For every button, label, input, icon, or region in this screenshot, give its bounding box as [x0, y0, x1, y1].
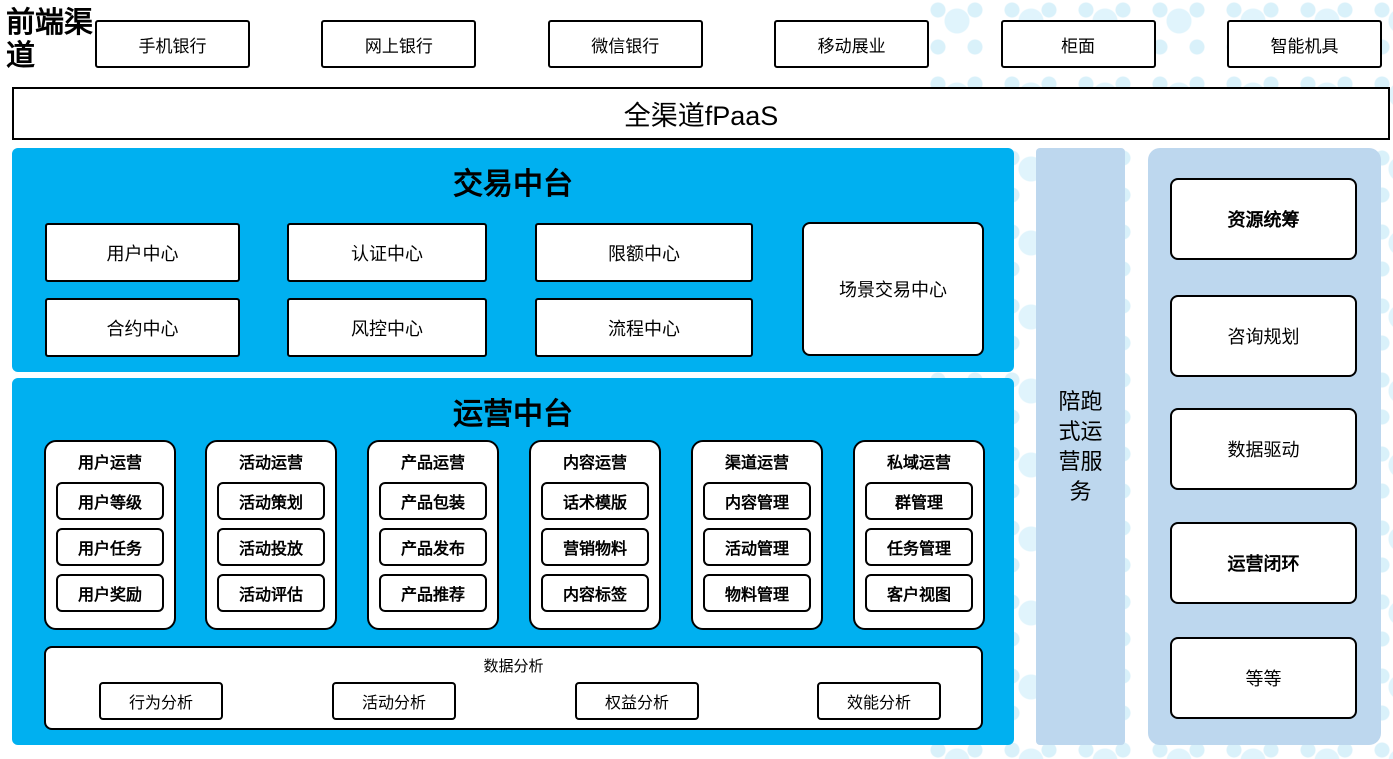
center-risk: 风控中心 [287, 298, 487, 357]
group-private-domain-ops: 私域运营 群管理 任务管理 客户视图 [853, 440, 985, 630]
channel-online-banking: 网上银行 [321, 20, 477, 68]
center-limit: 限额中心 [535, 223, 753, 282]
analysis-behavior: 行为分析 [99, 682, 223, 720]
channel-smart-devices: 智能机具 [1226, 20, 1382, 68]
data-analysis-container: 数据分析 行为分析 活动分析 权益分析 效能分析 [44, 646, 983, 730]
group-activity-ops-title: 活动运营 [238, 455, 303, 472]
omnichannel-fpaas-bar: 全渠道fPaaS [12, 87, 1390, 140]
item-user-level: 用户等级 [56, 482, 164, 520]
group-product-ops: 产品运营 产品包装 产品发布 产品推荐 [367, 440, 499, 630]
service-ops-closed-loop: 运营闭环 [1170, 522, 1357, 604]
group-channel-ops: 渠道运营 内容管理 活动管理 物料管理 [691, 440, 823, 630]
ops-platform-title: 运营中台 [453, 398, 573, 431]
group-product-ops-title: 产品运营 [400, 455, 465, 472]
data-analysis-title: 数据分析 [483, 658, 544, 675]
item-activity-planning: 活动策划 [217, 482, 325, 520]
item-material-mgmt: 物料管理 [703, 574, 811, 612]
channel-wechat-banking: 微信银行 [547, 20, 703, 68]
ops-platform-panel: 运营中台 用户运营 用户等级 用户任务 用户奖励 活动运营 活动策划 活动投放 … [12, 378, 1014, 745]
item-activity-mgmt: 活动管理 [703, 528, 811, 566]
service-panel: 资源统筹 咨询规划 数据驱动 运营闭环 等等 [1148, 148, 1381, 745]
item-activity-evaluation: 活动评估 [217, 574, 325, 612]
center-contract: 合约中心 [45, 298, 240, 357]
service-etc: 等等 [1170, 637, 1357, 719]
item-marketing-material: 营销物料 [541, 528, 649, 566]
item-customer-view: 客户视图 [865, 574, 973, 612]
group-private-domain-ops-title: 私域运营 [886, 455, 951, 472]
item-product-recommend: 产品推荐 [379, 574, 487, 612]
trade-platform-title: 交易中台 [453, 168, 573, 201]
companion-service-bar: 陪跑式运营服务 [1036, 148, 1125, 745]
channel-counter: 柜面 [1000, 20, 1156, 68]
channel-mobile-banking: 手机银行 [95, 20, 250, 68]
item-script-template: 话术模版 [541, 482, 649, 520]
front-channels-label: 前端渠道 [6, 5, 94, 73]
analysis-benefit: 权益分析 [575, 682, 699, 720]
front-channels-row: 手机银行 网上银行 微信银行 移动展业 柜面 智能机具 [95, 20, 1382, 68]
center-user: 用户中心 [45, 223, 240, 282]
group-activity-ops: 活动运营 活动策划 活动投放 活动评估 [205, 440, 337, 630]
item-user-reward: 用户奖励 [56, 574, 164, 612]
channel-mobile-outreach: 移动展业 [774, 20, 930, 68]
service-resource-coordination: 资源统筹 [1170, 178, 1357, 260]
analysis-activity: 活动分析 [332, 682, 456, 720]
item-group-mgmt: 群管理 [865, 482, 973, 520]
item-task-mgmt: 任务管理 [865, 528, 973, 566]
group-user-ops-title: 用户运营 [77, 455, 142, 472]
group-channel-ops-title: 渠道运营 [724, 455, 789, 472]
companion-service-bar-label: 陪跑式运营服务 [1058, 388, 1103, 504]
service-data-driven: 数据驱动 [1170, 408, 1357, 490]
service-consulting-planning: 咨询规划 [1170, 295, 1357, 377]
item-product-release: 产品发布 [379, 528, 487, 566]
trade-platform-panel: 交易中台 用户中心 认证中心 限额中心 合约中心 风控中心 流程中心 场景交易中… [12, 148, 1014, 372]
group-content-ops: 内容运营 话术模版 营销物料 内容标签 [529, 440, 661, 630]
center-process: 流程中心 [535, 298, 753, 357]
center-scenario-trade: 场景交易中心 [802, 222, 984, 356]
item-product-packaging: 产品包装 [379, 482, 487, 520]
analysis-efficiency: 效能分析 [817, 682, 941, 720]
item-content-tag: 内容标签 [541, 574, 649, 612]
item-content-mgmt: 内容管理 [703, 482, 811, 520]
group-content-ops-title: 内容运营 [562, 455, 627, 472]
center-auth: 认证中心 [287, 223, 487, 282]
item-activity-launch: 活动投放 [217, 528, 325, 566]
group-user-ops: 用户运营 用户等级 用户任务 用户奖励 [44, 440, 176, 630]
item-user-task: 用户任务 [56, 528, 164, 566]
